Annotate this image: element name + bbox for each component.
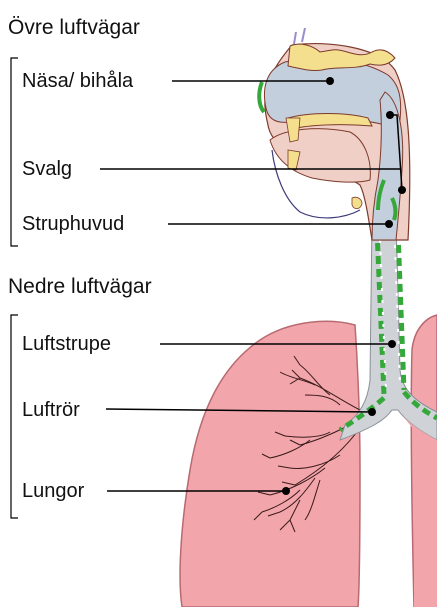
bronchi-label: Luftrör xyxy=(22,400,80,420)
upper-airways-heading: Övre luftvägar xyxy=(8,17,140,38)
larynx-dot xyxy=(385,220,393,228)
lower-airways-bracket xyxy=(11,315,18,518)
lungs-dot xyxy=(282,487,290,495)
left-lung xyxy=(180,321,360,607)
lower-airways-heading: Nedre luftvägar xyxy=(8,276,152,297)
nose-dot xyxy=(326,77,334,85)
trachea-label: Luftstrupe xyxy=(22,334,111,354)
trachea-dot xyxy=(388,340,396,348)
nose-label: Näsa/ bihåla xyxy=(22,71,133,91)
larynx-label: Struphuvud xyxy=(22,214,124,234)
tongue xyxy=(270,129,370,182)
pharynx-dot xyxy=(386,111,394,119)
upper-airways-bracket xyxy=(11,58,18,246)
lungs-label: Lungor xyxy=(22,481,84,501)
hyoid xyxy=(352,197,362,208)
pharynx-label: Svalg xyxy=(22,159,72,179)
right-bronchus xyxy=(398,410,437,607)
pharynx-dot-2 xyxy=(398,186,406,194)
bronchi-dot xyxy=(368,408,376,416)
